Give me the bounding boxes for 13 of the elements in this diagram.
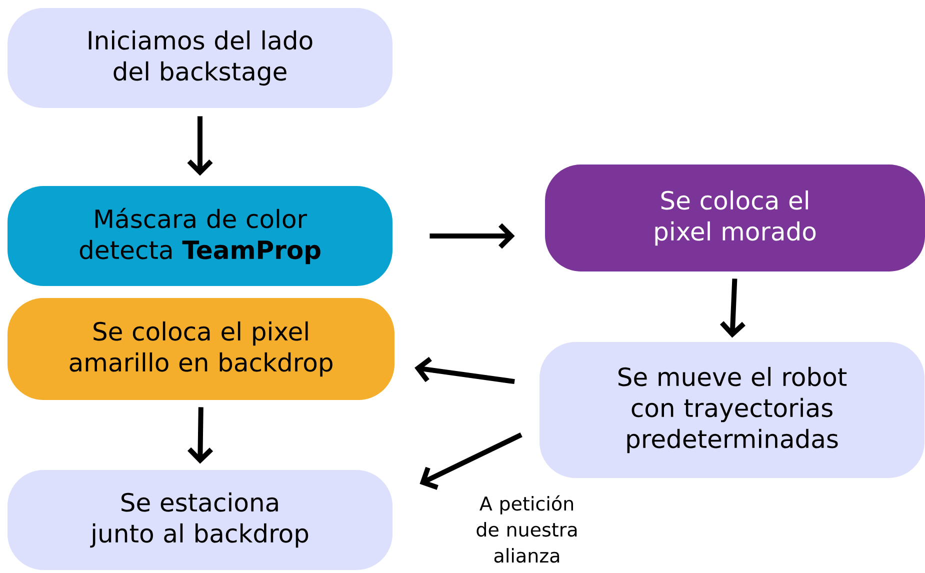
arrow — [414, 356, 515, 384]
process-box: Se coloca el pixel amarillo en backdrop — [8, 298, 394, 400]
edge-label: A petición de nuestra alianza — [456, 494, 598, 564]
process-box: Se coloca el pixel morado — [545, 164, 925, 272]
process-box: Iniciamos del lado del backstage — [8, 8, 392, 108]
arrow — [720, 278, 746, 338]
arrow — [420, 432, 522, 490]
arrow — [188, 407, 214, 464]
process-box: Máscara de color detecta TeamProp — [8, 186, 392, 286]
arrow — [430, 223, 515, 249]
process-box: Se estaciona junto al backdrop — [8, 470, 392, 570]
arrow — [187, 116, 213, 176]
process-box: Se mueve el robot con trayectorias predeterminadas — [540, 342, 925, 478]
